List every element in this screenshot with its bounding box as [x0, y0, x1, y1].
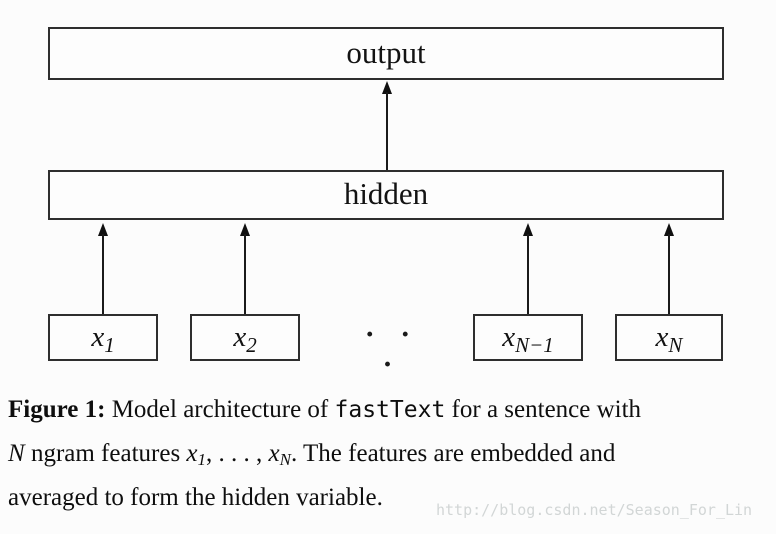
caption-math-ellipsis: , . . . ,: [206, 440, 269, 467]
arrow-line-xn1-to-hidden: [527, 234, 529, 314]
arrowhead-x1-to-hidden-icon: [98, 223, 108, 236]
arrowhead-x2-to-hidden-icon: [240, 223, 250, 236]
arrowhead-hidden-to-output-icon: [382, 81, 392, 94]
caption-line-1: Figure 1: Model architecture of fastText…: [8, 388, 774, 432]
caption-text-4: . The features are embedded and: [290, 440, 616, 467]
caption-text-2: for a sentence with: [445, 396, 642, 423]
caption-fasttext-code: fastText: [334, 397, 446, 423]
output-label: output: [346, 34, 426, 70]
input-xn-base: x: [655, 321, 669, 353]
caption-var-n: N: [8, 440, 25, 467]
caption-text-1: Model architecture of: [105, 396, 335, 423]
caption-xn-subscript: N: [279, 450, 291, 469]
arrow-line-xn-to-hidden: [668, 234, 670, 314]
caption-line-3: averaged to form the hidden variable.: [8, 484, 383, 511]
hidden-node: hidden: [48, 170, 724, 220]
input-x1-subscript: 1: [104, 333, 115, 357]
input-label-x2: x2: [233, 321, 256, 356]
arrow-line-hidden-to-output: [386, 92, 388, 170]
caption-x1-subscript: 1: [197, 450, 207, 469]
caption-line-2: N ngram features x1, . . . , xN. The fea…: [8, 432, 774, 476]
arrow-line-x2-to-hidden: [244, 234, 246, 314]
input-ellipsis: · · ·: [364, 318, 420, 381]
arrowhead-xn-to-hidden-icon: [664, 223, 674, 236]
input-node-xn-1: xN−1: [473, 314, 583, 361]
input-x2-subscript: 2: [246, 333, 257, 357]
caption-figure-label: Figure 1:: [8, 396, 106, 423]
caption-xn-base: x: [268, 440, 280, 467]
input-node-xn: xN: [615, 314, 723, 361]
arrowhead-xn1-to-hidden-icon: [523, 223, 533, 236]
input-xn-1-subscript: N−1: [515, 333, 554, 357]
watermark: http://blog.csdn.net/Season_For_Lin: [436, 501, 753, 519]
caption-x1-base: x: [186, 440, 198, 467]
input-xn-subscript: N: [668, 333, 683, 357]
caption-text-3: ngram features: [24, 440, 187, 467]
input-label-xn-1: xN−1: [502, 321, 554, 356]
figure-caption: Figure 1: Model architecture of fastText…: [8, 388, 774, 520]
output-node: output: [48, 27, 724, 80]
input-xn-1-base: x: [502, 321, 516, 353]
hidden-label: hidden: [343, 176, 429, 211]
input-label-x1: x1: [91, 321, 114, 356]
input-label-xn: xN: [655, 321, 683, 356]
input-node-x1: x1: [48, 314, 158, 361]
input-x2-base: x: [233, 321, 247, 353]
input-node-x2: x2: [190, 314, 300, 361]
arrow-line-x1-to-hidden: [102, 234, 104, 314]
input-x1-base: x: [91, 321, 105, 353]
